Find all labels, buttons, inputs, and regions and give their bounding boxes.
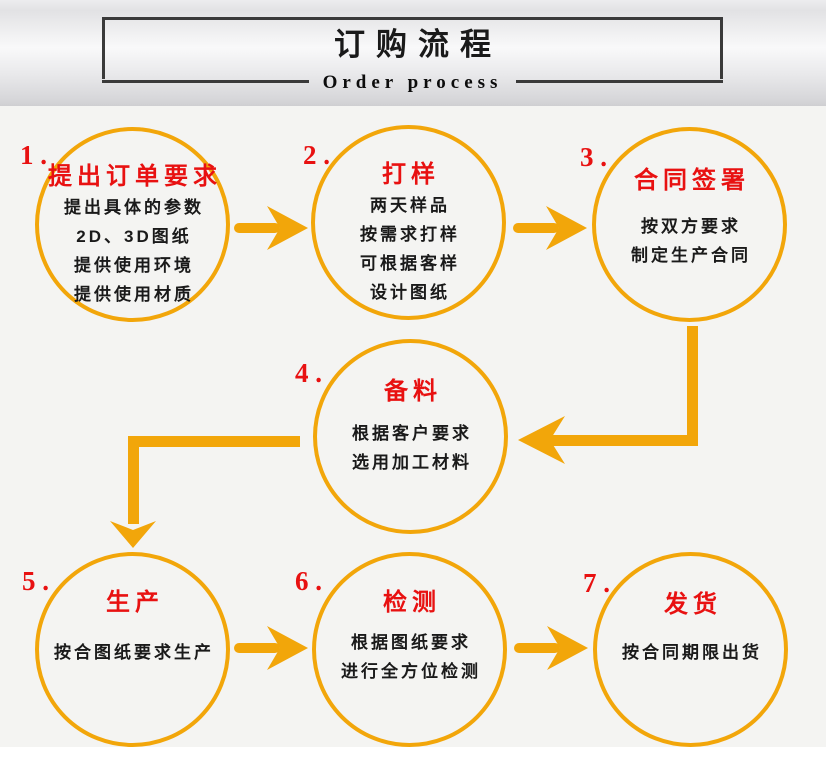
divider-line-right: [516, 79, 723, 83]
flow-arrow-step6-step7: [514, 626, 588, 670]
divider-line-left: [102, 79, 309, 83]
header-band: 订购流程 Order process: [0, 0, 826, 106]
page-subtitle: Order process: [322, 72, 503, 93]
flow-arrow-step3-step4: [518, 326, 698, 464]
page-title: 订购流程: [334, 27, 502, 62]
flow-arrow-step1-step2: [234, 206, 308, 250]
flow-arrow-step5-step6: [234, 626, 308, 670]
subtitle-row: Order process: [102, 68, 723, 94]
flow-arrow-step2-step3: [513, 206, 587, 250]
flow-arrow-step4-step5: [110, 436, 300, 548]
footer-band: [0, 747, 826, 767]
title-box: 订购流程 Order process: [102, 17, 723, 93]
